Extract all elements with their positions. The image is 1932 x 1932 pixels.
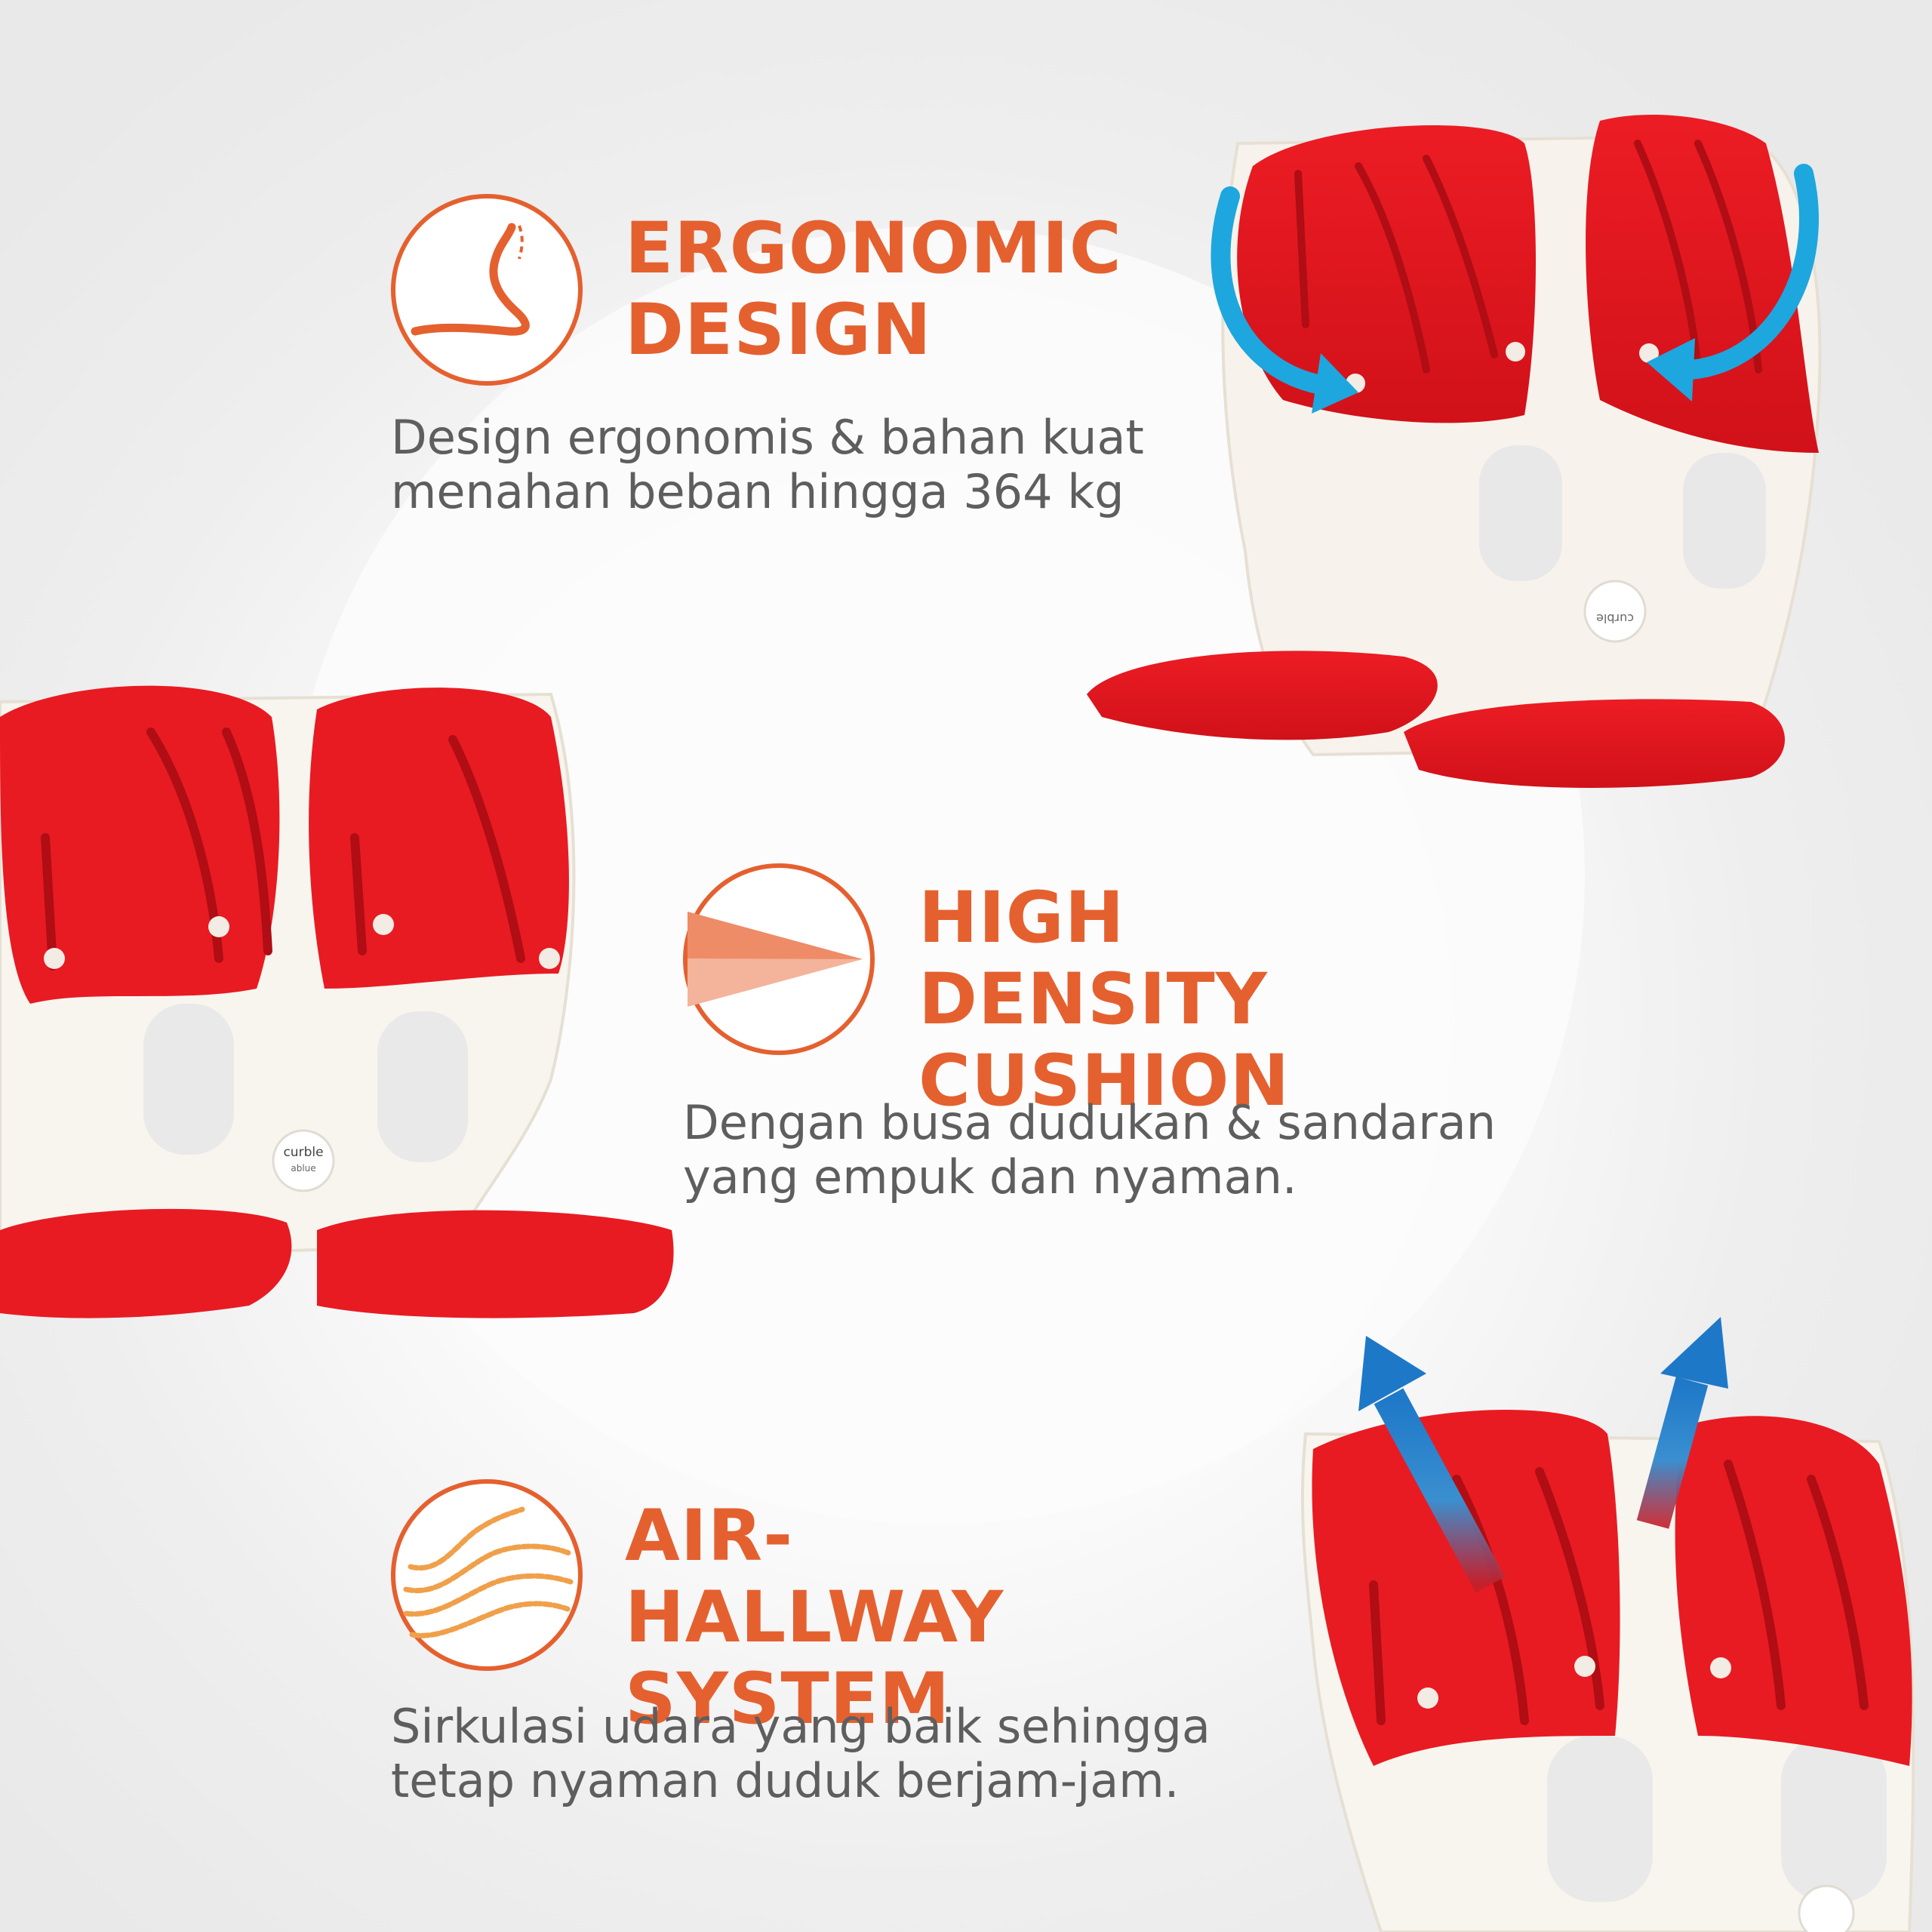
product-logo-subtext: ablue: [291, 1163, 315, 1174]
feature-title-line: AIR-HALLWAY: [625, 1495, 1004, 1659]
feature-title-line: HIGH DENSITY: [918, 877, 1268, 1041]
cushion-layers-icon: [683, 863, 875, 1055]
feature-description-line: yang empuk dan nyaman.: [683, 1149, 1297, 1204]
feature-title: HIGH DENSITY CUSHION: [918, 878, 1290, 1122]
feature-description-line: Dengan busa dudukan & sandaran: [683, 1095, 1497, 1150]
air-flow-icon: [391, 1479, 583, 1671]
product-image-air-hallway: [1291, 1313, 1932, 1932]
feature-description: Sirkulasi udara yang baik sehingga tetap…: [391, 1700, 1211, 1808]
product-image-ergonomic: curble: [1072, 98, 1826, 800]
feature-description-line: Sirkulasi udara yang baik sehingga: [391, 1699, 1211, 1754]
feature-description-line: tetap nyaman duduk berjam-jam.: [391, 1753, 1180, 1808]
feature-title: ERGONOMIC DESIGN: [625, 208, 1122, 371]
feature-title-line: ERGONOMIC: [625, 208, 1122, 290]
feature-title-line: DESIGN: [625, 289, 932, 371]
product-image-cushion: curble ablue: [0, 672, 679, 1321]
feature-title-line: CUSHION: [918, 1040, 1291, 1122]
feature-description-line: menahan beban hingga 364 kg: [391, 464, 1124, 519]
feature-description-line: Design ergonomis & bahan kuat: [391, 410, 1144, 465]
feature-description: Dengan busa dudukan & sandaran yang empu…: [683, 1096, 1496, 1204]
spine-curve-icon: [391, 194, 583, 386]
product-logo-text: curble: [283, 1145, 323, 1160]
product-logo-text: curble: [1596, 611, 1634, 626]
feature-title: AIR-HALLWAY SYSTEM: [625, 1496, 1004, 1740]
feature-title-line: SYSTEM: [625, 1658, 951, 1740]
feature-description: Design ergonomis & bahan kuat menahan be…: [391, 411, 1144, 519]
